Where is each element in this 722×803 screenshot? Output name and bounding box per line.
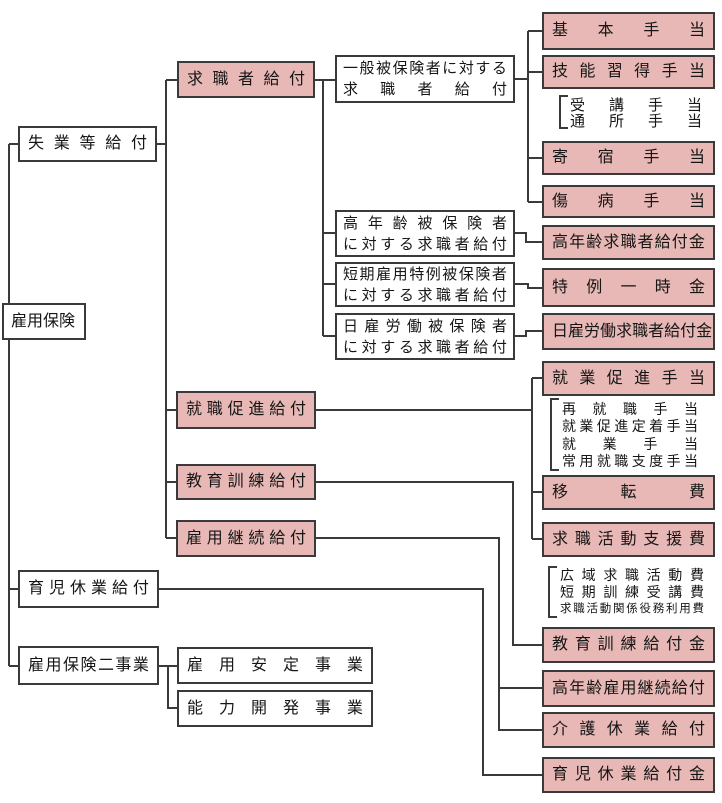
node-special-lump-sum: 特例一時金 — [542, 268, 715, 307]
node-basic-allowance: 基本手当 — [542, 12, 715, 50]
node-childcare-leave-benefits: 育児休業給付 — [18, 570, 159, 608]
node-ability-development-services: 能力開発事業 — [177, 690, 373, 727]
node-employment-insurance: 雇用保険 — [2, 303, 86, 340]
node-employment-promotion-benefits: 就職促進給付 — [176, 391, 316, 429]
node-education-training-benefits: 教育訓練給付 — [176, 464, 316, 500]
node-childcare-leave-benefit-payment: 育児休業給付金 — [542, 757, 715, 793]
node-general-insured-jobseeker-benefits: 一般被保険者に対する 求職者給付 — [335, 55, 515, 103]
bracket-icon — [559, 95, 568, 129]
node-jobseeking-activity-support-expenses: 求職活動支援費 — [542, 522, 715, 557]
group-jobseeking-support-items: 広域求職活動費 短期訓練受講費 求職活動関係役務利用費 — [560, 567, 704, 616]
node-employment-promotion-allowance: 就業促進手当 — [542, 361, 715, 396]
node-injury-sickness-allowance: 傷病手当 — [542, 185, 715, 218]
group-promotion-allowance-items: 再就職手当 就業促進定着手当 就業手当 常用就職支度手当 — [562, 400, 698, 470]
node-two-services: 雇用保険二事業 — [18, 646, 159, 685]
node-elderly-insured-jobseeker-benefits: 高年齢被保険者 に対する求職者給付 — [335, 210, 515, 257]
node-employment-continuation-benefits: 雇用継続給付 — [176, 520, 316, 557]
bracket-icon — [550, 398, 559, 471]
node-day-laborer-jobseeker-benefit-payment: 日雇労働求職者給付金 — [542, 313, 715, 350]
bracket-icon — [548, 566, 557, 618]
node-employment-stabilization-services: 雇用安定事業 — [177, 647, 373, 684]
node-elderly-employment-continuation-benefits: 高年齢雇用継続給付 — [542, 670, 715, 707]
node-elderly-jobseeker-benefit-payment: 高年齢求職者給付金 — [542, 225, 715, 260]
node-caregiver-leave-benefits: 介護休業給付 — [542, 712, 715, 748]
node-education-training-benefit-payment: 教育訓練給付金 — [542, 627, 715, 663]
node-unemployment-benefits: 失業等給付 — [18, 126, 157, 162]
node-day-laborer-insured-jobseeker-benefits: 日雇労働被保険者 に対する求職者給付 — [335, 313, 515, 360]
node-jobseeker-benefits: 求職者給付 — [177, 61, 315, 98]
node-lodging-allowance: 寄宿手当 — [542, 141, 715, 175]
node-moving-expenses: 移転費 — [542, 475, 715, 510]
node-short-term-special-insured-jobseeker-benefits: 短期雇用特例被保険者 に対する求職者給付 — [335, 262, 515, 307]
group-skill-allowance-items: 受講手当 通所手当 — [570, 96, 702, 130]
node-skill-acquisition-allowance: 技能習得手当 — [542, 55, 715, 89]
